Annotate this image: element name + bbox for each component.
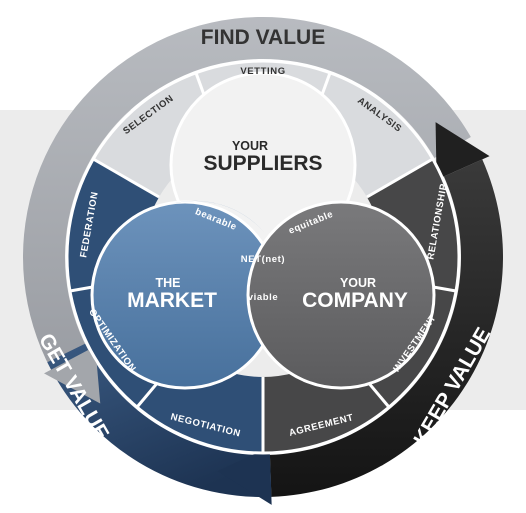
find-arrowhead (44, 346, 101, 404)
viable-label: viable (248, 292, 279, 303)
get-value-arc (47, 343, 272, 497)
vetting-label: VETTING (240, 66, 285, 77)
ring-divider (92, 157, 160, 199)
find-value-label: FIND VALUE (201, 26, 325, 49)
suppliers-line1: YOUR (232, 139, 268, 153)
market-line1: THE (156, 276, 181, 290)
ring-divider (366, 157, 434, 199)
keep-arrowhead (435, 122, 490, 180)
company-line1: YOUR (340, 276, 376, 290)
company-circle (246, 200, 436, 390)
market-line2: MARKET (127, 289, 217, 312)
company-line2: COMPANY (302, 289, 408, 312)
keep-value-arc (269, 159, 503, 497)
find-value-arc (22, 16, 471, 370)
net-net-label: NET(net) (241, 254, 285, 265)
ring-outer-edge (65, 59, 461, 455)
get-arrowhead (217, 446, 272, 505)
suppliers-line2: SUPPLIERS (203, 152, 322, 175)
